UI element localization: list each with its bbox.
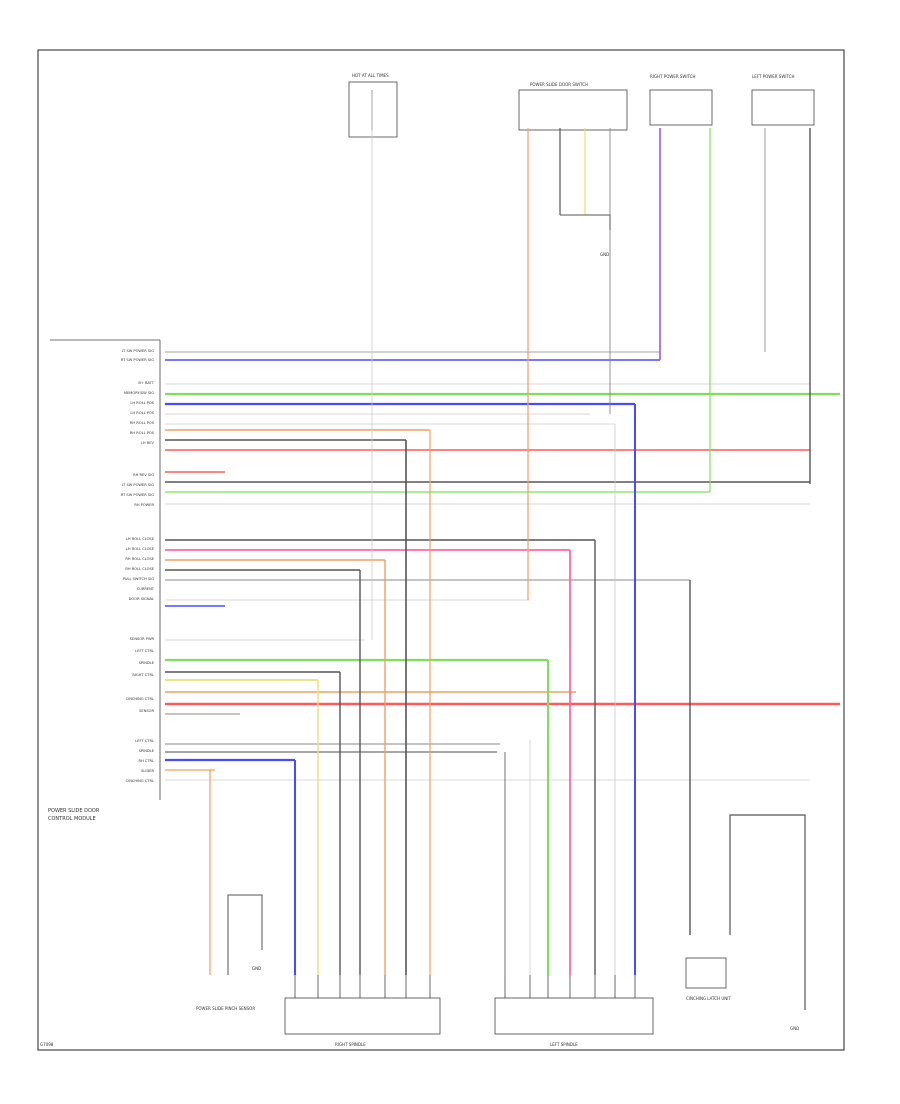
pin-label: CINCHING CTRL: [126, 697, 154, 701]
pull-switch-label: POWER SLIDE DOOR SWITCH: [530, 82, 588, 87]
diagram-frame: [37, 49, 845, 1051]
fuse-block: HOT AT ALL TIMES: [348, 73, 398, 138]
wire-group: [165, 128, 840, 1010]
pin-label: RT SW POWER SIG: [121, 493, 154, 497]
diagram-code: G7098: [40, 1042, 54, 1047]
pin-label: SENSOR: [139, 709, 154, 713]
pin-label: RH REV SIG: [133, 473, 154, 477]
pin-label: CINCHING CTRL: [126, 779, 154, 783]
ground-label-right: GND: [790, 1026, 799, 1031]
pin-label: LH REV: [141, 441, 155, 445]
pin-label: LH ROLL POS: [130, 401, 154, 405]
right-switch-block: RIGHT POWER SWITCH: [649, 74, 713, 126]
pin-label: B+ BATT: [138, 381, 154, 385]
ground-label-top: GND: [600, 252, 609, 257]
pin-label: RH CTRL: [138, 759, 154, 763]
left-switch-label: LEFT POWER SWITCH: [752, 74, 794, 79]
pin-label: LEFT CTRL: [135, 739, 154, 743]
pin-label: LH ROLL CLOSE: [126, 547, 155, 551]
right-spindle-label: RIGHT SPINDLE: [335, 1042, 366, 1047]
cinch-label: CINCHING LATCH UNIT: [686, 996, 731, 1001]
ground-label-left: GND: [252, 966, 261, 971]
pin-label: RH ROLL CLOSE: [125, 567, 154, 571]
pin-label-group: LT SW POWER SIG RT SW POWER SIG B+ BATT MEM…: [121, 349, 155, 783]
right-switch-label: RIGHT POWER SWITCH: [650, 74, 696, 79]
pin-label: SENSOR PWR: [130, 637, 155, 641]
pin-label: DOOR SIGNAL: [129, 597, 154, 601]
pin-label: SPINDLE: [139, 749, 155, 753]
pin-label: LH ROLL CLOSE: [126, 537, 155, 541]
cinch-wire: [729, 814, 806, 1010]
pin-label: LT SW POWER SIG: [122, 483, 155, 487]
pin-label: CURRENT: [137, 587, 155, 591]
pinch-sensor-label: POWER SLIDE PINCH SENSOR: [196, 1006, 255, 1011]
pin-label: PULL SWITCH SIG: [123, 577, 155, 581]
pin-label: RH ROLL POS: [130, 431, 155, 435]
pin-label: MEMORY/SW SIG: [124, 391, 154, 395]
ground-wire: [560, 214, 611, 230]
pin-label: RIGHT CTRL: [132, 673, 154, 677]
module-title-line1: POWER SLIDE DOOR: [48, 808, 100, 814]
cinch-latch-box: [685, 957, 727, 989]
module-title-line2: CONTROL MODULE: [48, 816, 96, 822]
pin-label: SPINDLE: [139, 661, 155, 665]
fuse-label: HOT AT ALL TIMES: [352, 73, 389, 78]
pin-label: LT SW POWER SIG: [122, 349, 155, 353]
pin-label: LEFT CTRL: [135, 649, 154, 653]
pin-label: RT SW POWER SIG: [121, 358, 154, 362]
left-spindle-label: LEFT SPINDLE: [550, 1042, 578, 1047]
pin-label: RH ROLL CLOSE: [125, 557, 154, 561]
pull-switch-block: POWER SLIDE DOOR SWITCH: [518, 82, 628, 131]
left-spindle-connector: [494, 997, 654, 1035]
pin-label: RH ROLL POS: [130, 421, 155, 425]
pin-label: LH ROLL POS: [130, 411, 154, 415]
pin-label: RH POWER: [134, 503, 154, 507]
left-switch-block: LEFT POWER SWITCH: [751, 74, 815, 126]
pin-label: SLIDER: [141, 769, 154, 773]
right-spindle-connector: [284, 997, 441, 1035]
pinch-wire: [227, 894, 263, 975]
